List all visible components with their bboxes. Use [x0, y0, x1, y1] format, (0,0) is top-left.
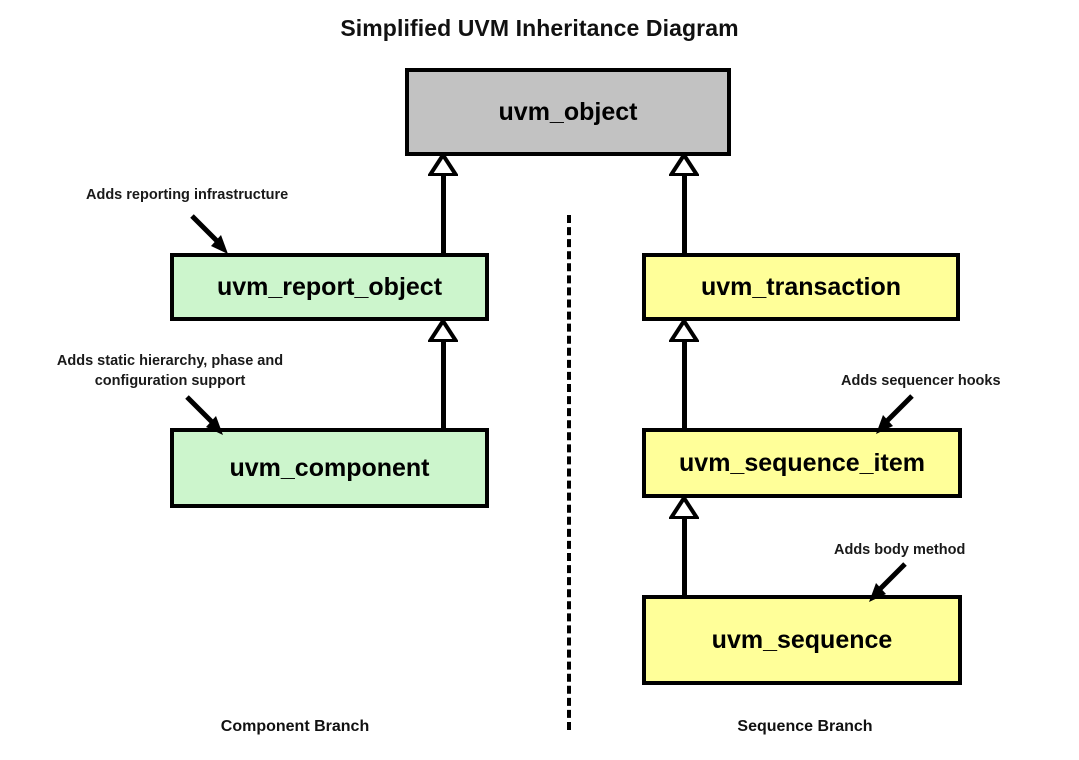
note-reporting-infrastructure: Adds reporting infrastructure	[86, 187, 289, 203]
branch-label-component: Component Branch	[220, 718, 370, 735]
inheritance-triangle-icon	[426, 151, 460, 177]
class-label-uvm-transaction: uvm_transaction	[700, 272, 902, 301]
class-label-uvm-component: uvm_component	[229, 453, 430, 482]
note-arrow-down-right-icon	[188, 212, 236, 261]
generalization-report-object-to-object	[426, 151, 460, 255]
connector-line	[440, 174, 446, 255]
branch-divider	[567, 215, 571, 730]
inheritance-triangle-icon	[667, 151, 701, 177]
class-box-uvm-sequence-item[interactable]: uvm_sequence_item	[642, 428, 962, 498]
class-label-uvm-object: uvm_object	[498, 97, 638, 126]
generalization-transaction-to-object	[667, 151, 701, 255]
class-box-uvm-component[interactable]: uvm_component	[170, 428, 489, 508]
note-arrow-down-left-icon	[868, 392, 916, 441]
class-box-uvm-sequence[interactable]: uvm_sequence	[642, 595, 962, 685]
note-sequencer-hooks: Adds sequencer hooks	[841, 373, 1001, 389]
generalization-sequence-item-to-transaction	[667, 317, 701, 430]
note-body-method: Adds body method	[834, 542, 966, 558]
note-arrow-down-left-icon	[861, 560, 909, 609]
inheritance-triangle-icon	[667, 494, 701, 520]
note-arrow-down-right-icon	[183, 393, 231, 442]
generalization-sequence-to-sequence-item	[667, 494, 701, 597]
class-label-uvm-sequence-item: uvm_sequence_item	[679, 448, 925, 477]
inheritance-triangle-icon	[667, 317, 701, 343]
inheritance-triangle-icon	[426, 317, 460, 343]
page-title: Simplified UVM Inheritance Diagram	[340, 15, 739, 41]
connector-line	[681, 174, 687, 255]
class-box-uvm-object[interactable]: uvm_object	[405, 68, 731, 156]
branch-label-sequence: Sequence Branch	[737, 718, 873, 735]
note-static-hierarchy-support: Adds static hierarchy, phase and configu…	[56, 353, 284, 389]
class-box-uvm-transaction[interactable]: uvm_transaction	[642, 253, 960, 321]
connector-line	[681, 340, 687, 430]
class-label-uvm-sequence: uvm_sequence	[711, 625, 893, 654]
generalization-component-to-report-object	[426, 317, 460, 430]
class-label-uvm-report-object: uvm_report_object	[216, 272, 443, 301]
connector-line	[440, 340, 446, 430]
connector-line	[681, 517, 687, 597]
class-box-uvm-report-object[interactable]: uvm_report_object	[170, 253, 489, 321]
